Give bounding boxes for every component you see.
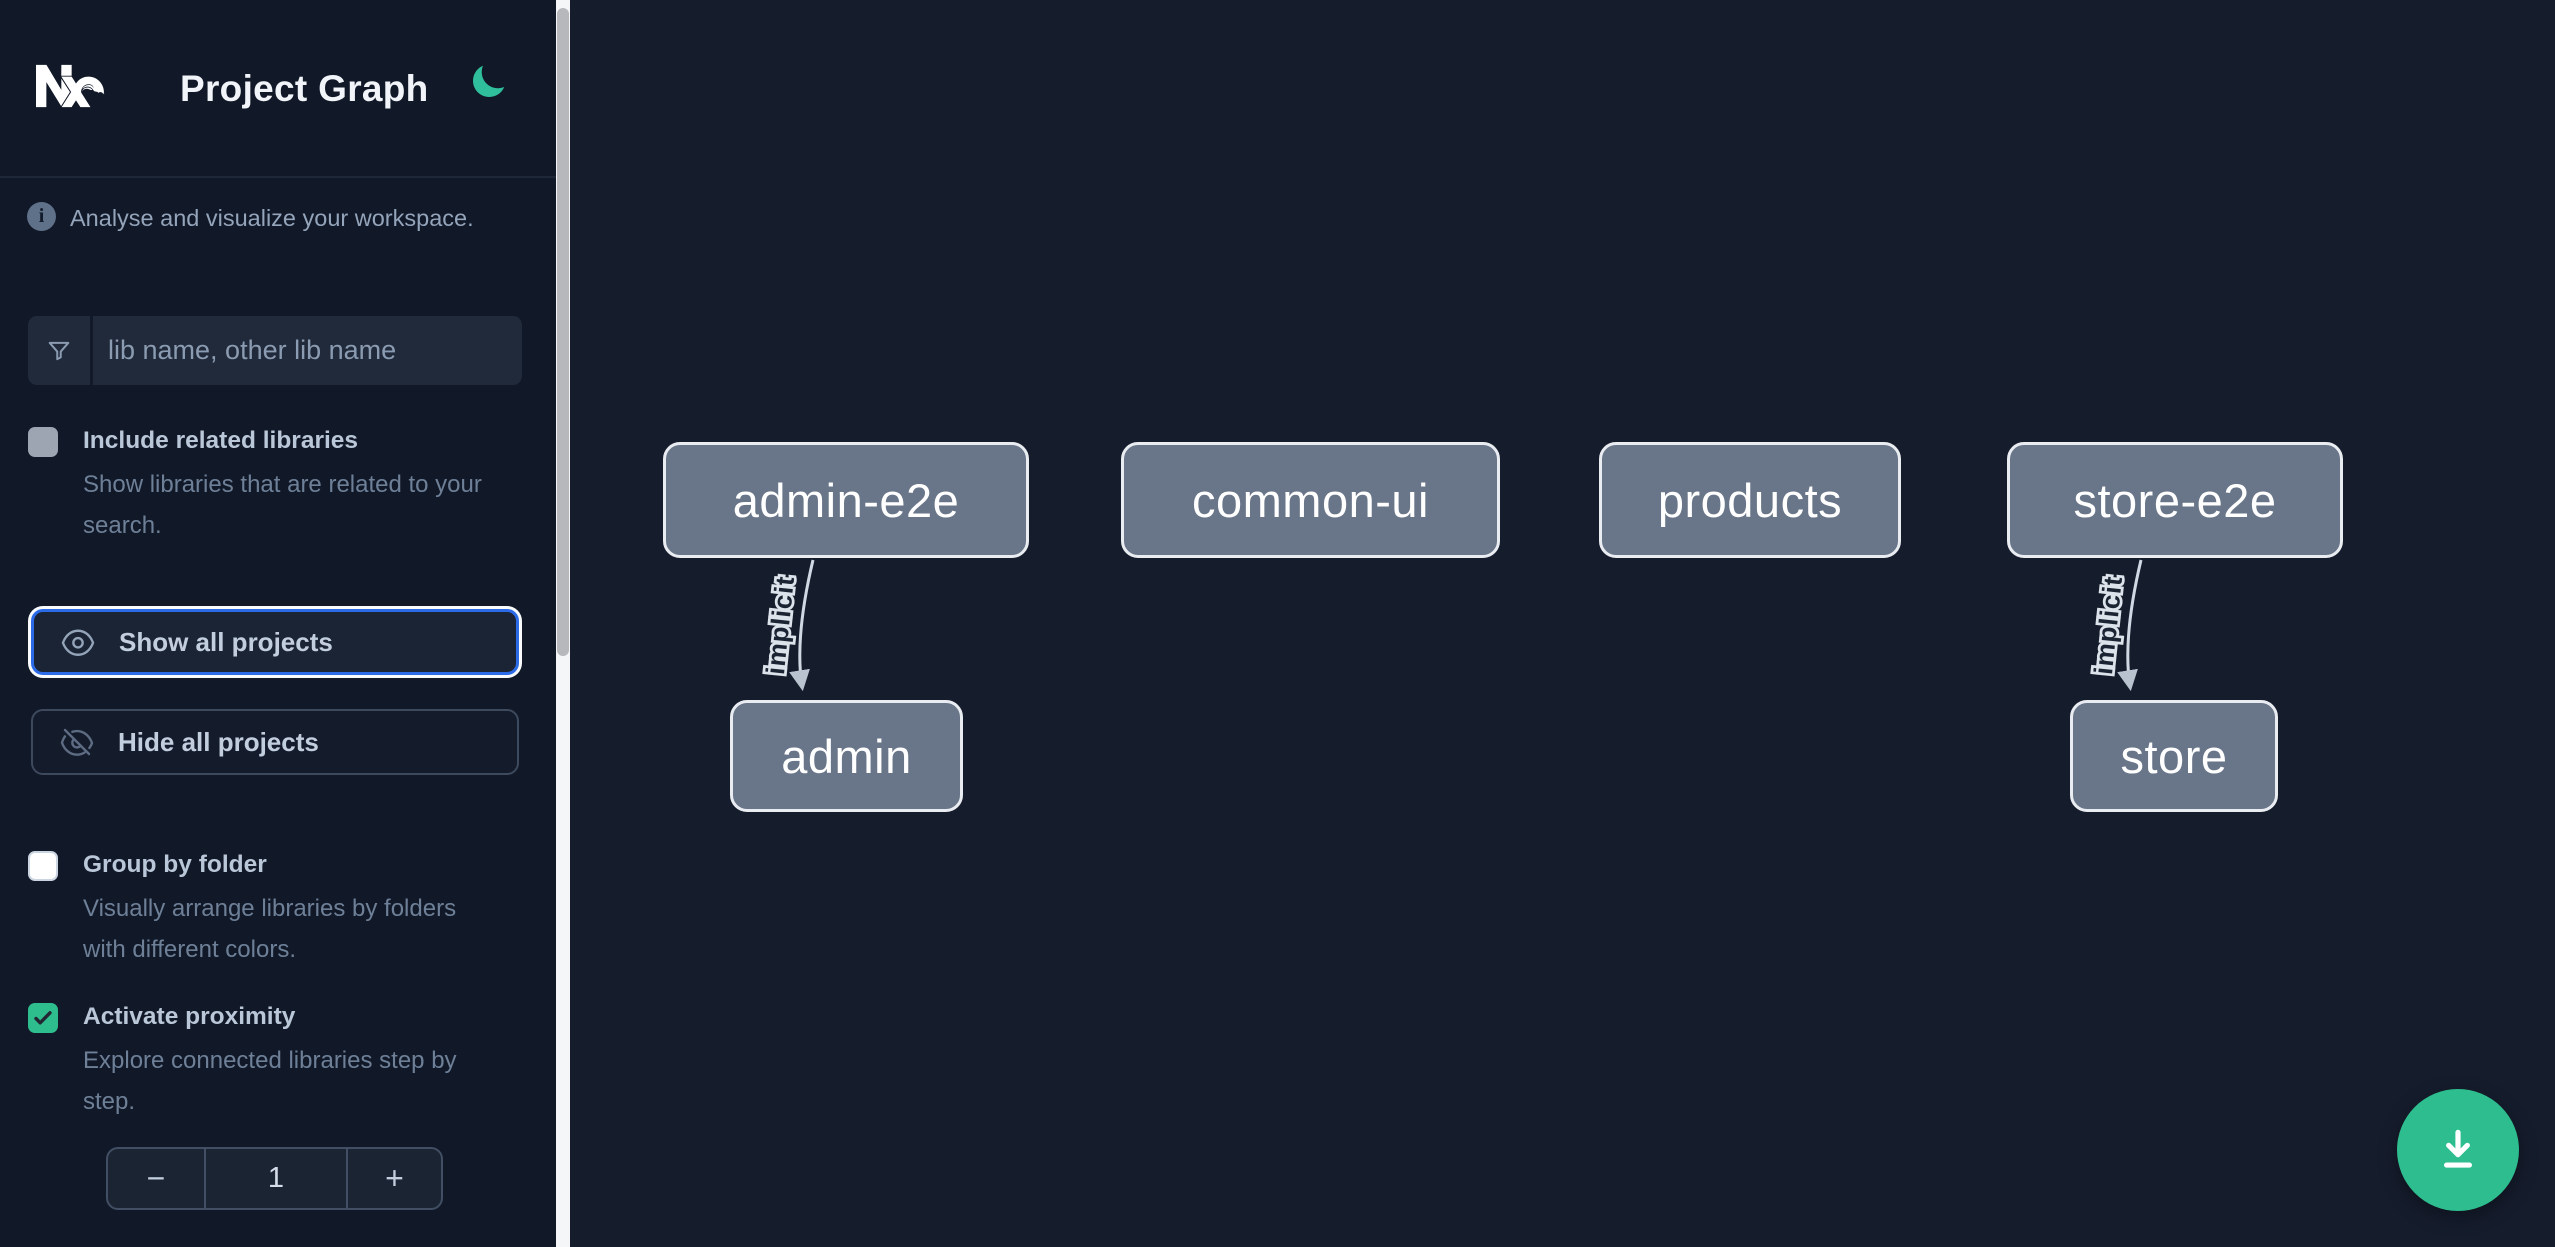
include-related-checkbox[interactable] [28, 427, 58, 457]
increment-button[interactable]: + [346, 1149, 441, 1208]
group-by-folder-checkbox[interactable] [28, 851, 58, 881]
graph-edges: implicit implicit [757, 559, 2143, 692]
option-texts: Include related libraries Show libraries… [83, 425, 483, 546]
edge-label-implicit: implicit [2088, 574, 2128, 676]
checkmark-icon [34, 1011, 52, 1025]
info-icon: i [27, 202, 56, 231]
project-node-store-e2e[interactable]: store-e2e [2007, 442, 2343, 558]
download-graph-button[interactable] [2397, 1089, 2519, 1211]
sidebar: Project Graph i Analyse and visualize yo… [0, 0, 570, 1247]
show-all-projects-label: Show all projects [119, 626, 333, 657]
filter-funnel-icon [28, 316, 93, 385]
project-node-common-ui[interactable]: common-ui [1121, 442, 1500, 558]
option-texts: Activate proximity Explore connected lib… [83, 1001, 483, 1122]
decrement-button[interactable]: − [108, 1149, 206, 1208]
show-all-projects-button[interactable]: Show all projects [31, 609, 519, 675]
option-include-related-libraries[interactable]: Include related libraries Show libraries… [28, 425, 508, 546]
project-node-products[interactable]: products [1599, 442, 1901, 558]
workspace-info-text: Analyse and visualize your workspace. [70, 205, 474, 231]
project-node-admin-e2e[interactable]: admin-e2e [663, 442, 1029, 558]
edge-admin-e2e-to-admin[interactable] [789, 559, 815, 692]
project-node-store[interactable]: store [2070, 700, 2278, 812]
moon-icon[interactable] [468, 62, 508, 102]
hide-all-projects-button[interactable]: Hide all projects [31, 709, 519, 775]
scrollbar-thumb[interactable] [557, 8, 569, 656]
search-input[interactable] [93, 316, 522, 385]
option-group-by-folder[interactable]: Group by folder Visually arrange librari… [28, 849, 508, 970]
edge-store-e2e-to-store[interactable] [2117, 559, 2143, 692]
option-texts: Group by folder Visually arrange librari… [83, 849, 483, 970]
workspace-info: i Analyse and visualize your workspace. [27, 202, 527, 233]
option-description: Visually arrange libraries by folders wi… [83, 895, 457, 963]
sidebar-scrollbar[interactable] [556, 0, 570, 1247]
option-description: Explore connected libraries step by step… [83, 1047, 457, 1115]
page-title: Project Graph [180, 68, 429, 109]
option-description: Show libraries that are related to your … [83, 471, 482, 539]
activate-proximity-checkbox[interactable] [28, 1003, 58, 1033]
option-label: Include related libraries [83, 427, 359, 454]
hide-all-projects-label: Hide all projects [118, 726, 319, 757]
eye-icon [61, 629, 95, 656]
search-bar [28, 316, 522, 385]
eye-slash-icon [60, 728, 94, 756]
nx-logo-icon [36, 64, 105, 108]
download-icon [2443, 1129, 2473, 1168]
edge-label-implicit: implicit [760, 574, 800, 676]
project-graph-canvas[interactable]: implicit implicit admin-e2e common-ui pr… [570, 0, 2555, 1247]
sidebar-header: Project Graph [0, 0, 556, 178]
project-node-admin[interactable]: admin [730, 700, 963, 812]
proximity-depth-value: 1 [267, 1162, 285, 1194]
option-label: Activate proximity [83, 1003, 296, 1030]
option-label: Group by folder [83, 851, 267, 878]
option-activate-proximity[interactable]: Activate proximity Explore connected lib… [28, 1001, 508, 1122]
proximity-depth-stepper: − 1 + [106, 1147, 443, 1210]
